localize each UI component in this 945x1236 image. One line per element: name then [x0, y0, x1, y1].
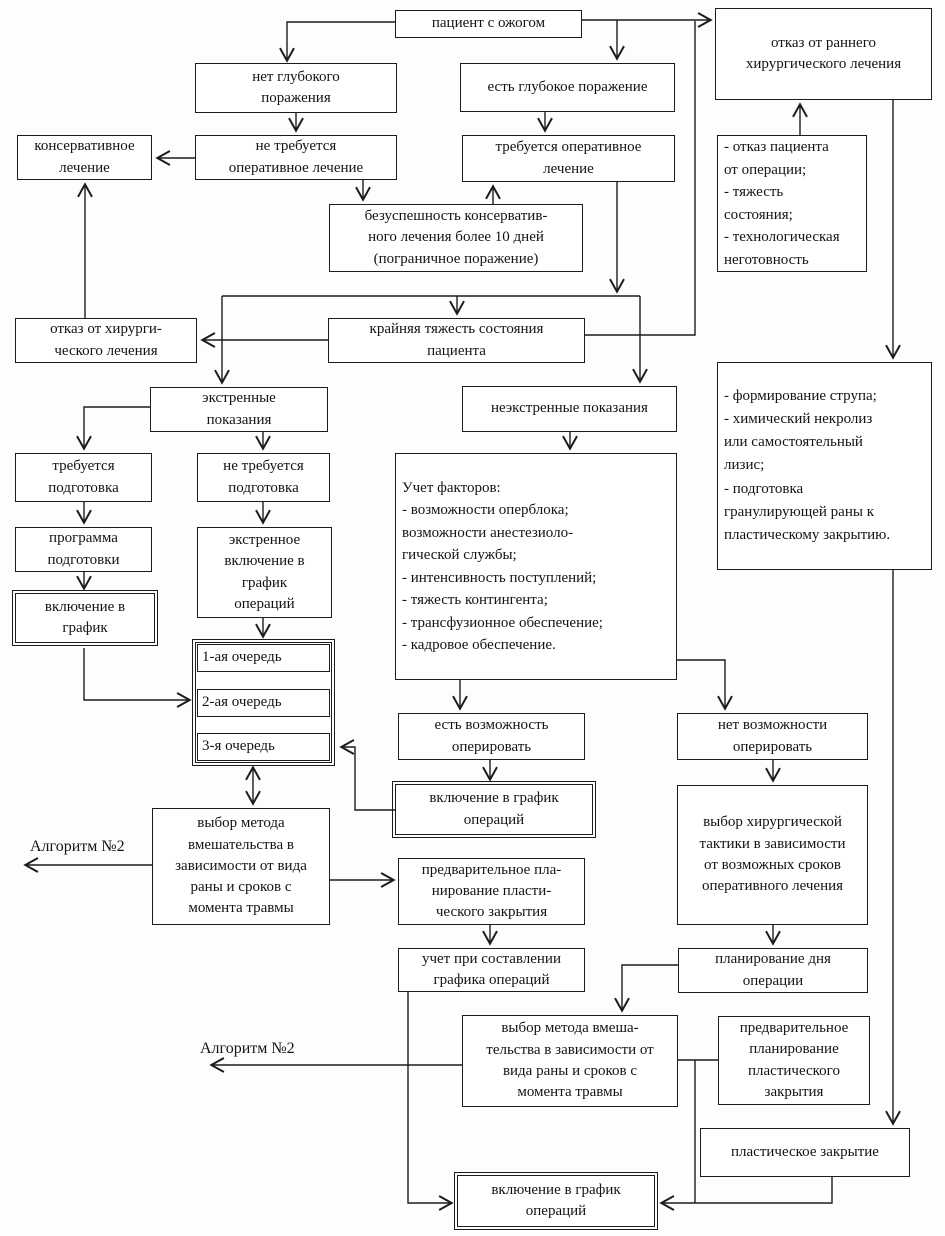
label-algorithm2-bottom: Алгоритм №2 [200, 1040, 295, 1057]
queue-row-1: 1-ая очередь [197, 644, 330, 672]
node-urgent-schedule-inclusion: экстренное включение в график операций [197, 527, 332, 618]
node-deep-lesion: есть глубокое поражение [460, 63, 675, 112]
queue-row-2: 2-ая очередь [197, 688, 330, 717]
arrow-inclusion-mid-to-queue [339, 739, 395, 811]
arrow-factors-to-cannot-operate [677, 659, 733, 711]
node-surgery-required: требуется оперативное лечение [462, 135, 675, 182]
node-refuse-early-surgery: отказ от раннего хирургического лечения [715, 8, 932, 100]
node-operation-queue: 1-ая очередь 2-ая очередь 3-я очередь [191, 638, 336, 767]
node-urgent-indications: экстренные показания [150, 387, 328, 432]
node-extreme-severity: крайняя тяжесть состояния пациента [328, 318, 585, 363]
node-day-planning: планирование дня операции [678, 948, 868, 993]
node-method-choice-bottom: выбор метода вмеша- тельства в зависимос… [462, 1015, 678, 1107]
node-no-deep-lesion: нет глубокого поражения [195, 63, 397, 113]
arrow-account-to-inclusion-bottom [407, 992, 454, 1211]
arrow-urgent-to-prep [76, 406, 150, 451]
node-no-prep-required: не требуется подготовка [197, 453, 330, 502]
node-conservative-failure: безуспешность консерватив- ного лечения … [329, 204, 583, 272]
arrow-plastic-to-inclusion-bottom [659, 1177, 833, 1211]
node-patient: пациент с ожогом [395, 10, 582, 38]
node-nonurgent-indications: неэкстренные показания [462, 386, 677, 432]
node-can-operate: есть возможность оперировать [398, 713, 585, 760]
node-method-choice-left: выбор метода вмешательства в зависимости… [152, 808, 330, 925]
node-schedule-account: учет при составлении графика операций [398, 948, 585, 992]
arrow-day-planning-to-method-bottom [614, 964, 678, 1013]
node-prep-required: требуется подготовка [15, 453, 152, 502]
node-factors: Учет факторов: - возможности оперблока; … [395, 453, 677, 680]
node-pre-planning-mid: предварительное пла- нирование пласти- ч… [398, 858, 585, 925]
node-scab-formation: - формирование струпа; - химический некр… [717, 362, 932, 570]
node-refusal-reasons: - отказ пациента от операции; - тяжесть … [717, 135, 867, 272]
node-conservative: консервативное лечение [17, 135, 152, 180]
node-pre-planning-right: предварительное планирование пластическо… [718, 1016, 870, 1105]
arrow-patient-to-no-deep [279, 21, 395, 63]
node-schedule-inclusion-mid: включение в график операций [391, 780, 597, 839]
label-algorithm2-top: Алгоритм №2 [30, 838, 125, 855]
arrow-inclusion-left-to-queue [83, 648, 192, 708]
node-refuse-surgical: отказ от хирурги- ческого лечения [15, 318, 197, 363]
node-no-surgery-required: не требуется оперативное лечение [195, 135, 397, 180]
node-plastic-closure: пластическое закрытие [700, 1128, 910, 1177]
node-prep-program: программа подготовки [15, 527, 152, 572]
node-schedule-inclusion-bottom: включение в график операций [453, 1171, 659, 1231]
node-schedule-inclusion-left: включение в график [11, 589, 159, 647]
node-cannot-operate: нет возможности оперировать [677, 713, 868, 760]
queue-row-3: 3-я очередь [197, 733, 330, 761]
node-tactic-choice: выбор хирургической тактики в зависимост… [677, 785, 868, 925]
